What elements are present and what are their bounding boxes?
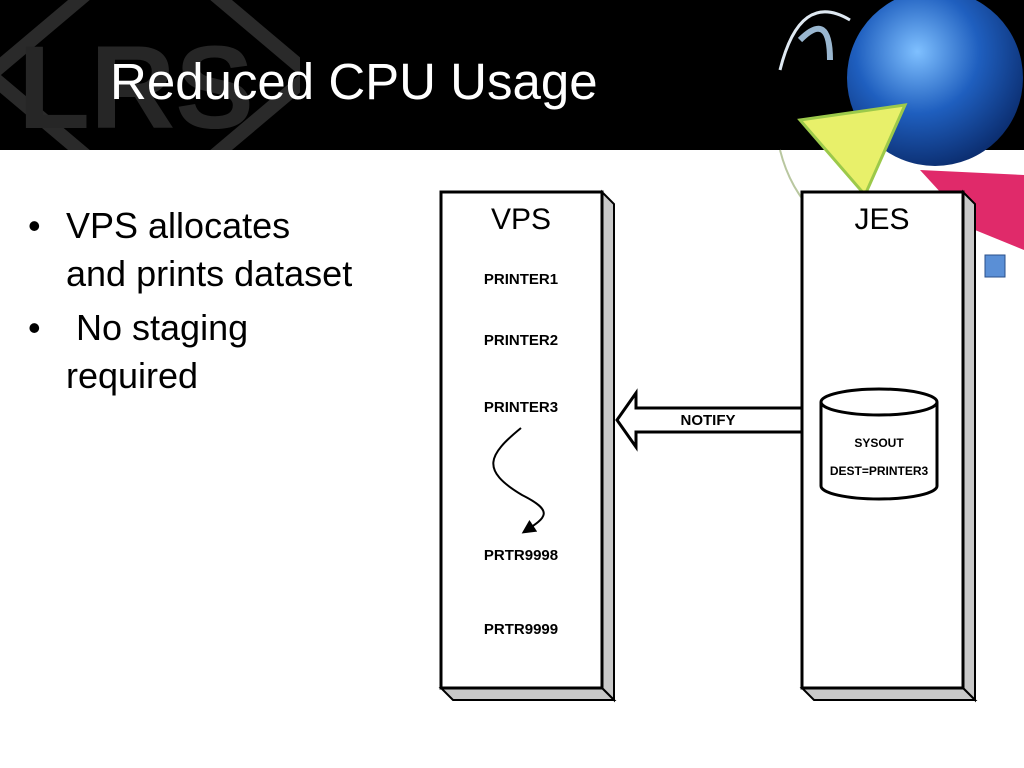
lrs-logo: LRS <box>0 0 300 150</box>
bullet-marker: • <box>28 205 41 246</box>
bullet-list: • VPS allocates and prints dataset • No … <box>28 202 358 406</box>
notify-arrow <box>615 388 804 452</box>
bullet-text: No staging required <box>66 307 259 396</box>
printer-label: PRINTER2 <box>484 332 558 349</box>
swoosh-shape <box>797 25 833 61</box>
bullet-text: VPS allocates and prints dataset <box>66 205 353 294</box>
bullet-item: • VPS allocates and prints dataset <box>28 202 358 298</box>
jes-label: JES <box>854 203 909 236</box>
printer-label: PRTR9999 <box>484 621 558 638</box>
bullet-marker: • <box>28 307 41 348</box>
vps-label: VPS <box>491 203 551 236</box>
curved-arrow <box>492 427 545 534</box>
logo-text: LRS <box>18 22 254 150</box>
decorative-sphere-art <box>778 0 1024 278</box>
slide-title: Reduced CPU Usage <box>110 53 598 110</box>
printer-label: PRINTER3 <box>484 399 558 416</box>
dataset-line2: DEST=PRINTER3 <box>830 464 929 478</box>
vps-box <box>438 189 617 703</box>
bullet-item: • No staging required <box>28 304 358 400</box>
printer-label: PRINTER1 <box>484 271 558 288</box>
yellow-triangle <box>797 103 908 198</box>
blue-cube <box>984 254 1006 278</box>
printer-label: PRTR9998 <box>484 547 558 564</box>
logo-diamond <box>0 0 300 150</box>
notify-label: NOTIFY <box>681 412 736 429</box>
sysout-dataset-cylinder <box>819 387 939 501</box>
dataset-line1: SYSOUT <box>854 436 904 450</box>
